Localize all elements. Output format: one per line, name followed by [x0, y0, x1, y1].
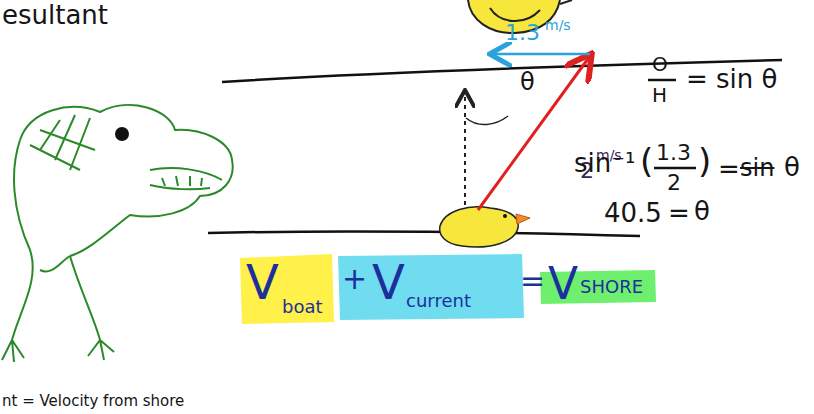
- velocity-symbol: V: [246, 258, 279, 306]
- vector-value: 1.3: [505, 22, 540, 44]
- equals-sign: =: [668, 200, 690, 226]
- inverse-sine: sin⁻¹: [574, 150, 635, 176]
- parenthesis: (: [640, 144, 653, 178]
- angle-symbol: θ: [694, 198, 710, 224]
- note-text: nt = Velocity from shore: [2, 394, 184, 409]
- fraction-bar: [654, 167, 696, 170]
- plus-sign: +: [342, 264, 367, 294]
- angle-symbol: θ: [520, 70, 535, 94]
- parenthesis: ): [698, 144, 711, 178]
- fraction-bottom: 2: [667, 172, 681, 194]
- struck-text: sin: [740, 156, 774, 180]
- current-vector: [492, 53, 590, 56]
- velocity-symbol: V: [372, 258, 405, 306]
- fraction-top: O: [652, 54, 668, 74]
- chick: [440, 207, 530, 247]
- fraction-top: 1.3: [656, 142, 691, 164]
- fraction-bottom: H: [652, 85, 667, 105]
- river-bank: [208, 232, 640, 236]
- unit: m/s: [545, 18, 571, 32]
- subscript: boat: [282, 298, 323, 316]
- angle-value: 40.5: [604, 200, 662, 226]
- subscript: current: [406, 292, 471, 310]
- title-fragment: esultant: [2, 2, 108, 28]
- velocity-symbol: V: [548, 262, 578, 306]
- boat-vector: [478, 56, 590, 210]
- equals-sign: =: [718, 156, 740, 182]
- alligator: [2, 105, 233, 362]
- equals-sign: =: [520, 266, 545, 296]
- subscript: SHORE: [580, 278, 643, 296]
- yellow-highlight: [240, 254, 334, 324]
- angle-symbol: θ: [784, 154, 800, 180]
- dashed-vector: [464, 92, 466, 205]
- fraction-bar: [648, 79, 676, 82]
- cyan-highlight: [338, 254, 524, 320]
- angle-arc: [466, 116, 508, 125]
- equation: = sin θ: [686, 66, 777, 92]
